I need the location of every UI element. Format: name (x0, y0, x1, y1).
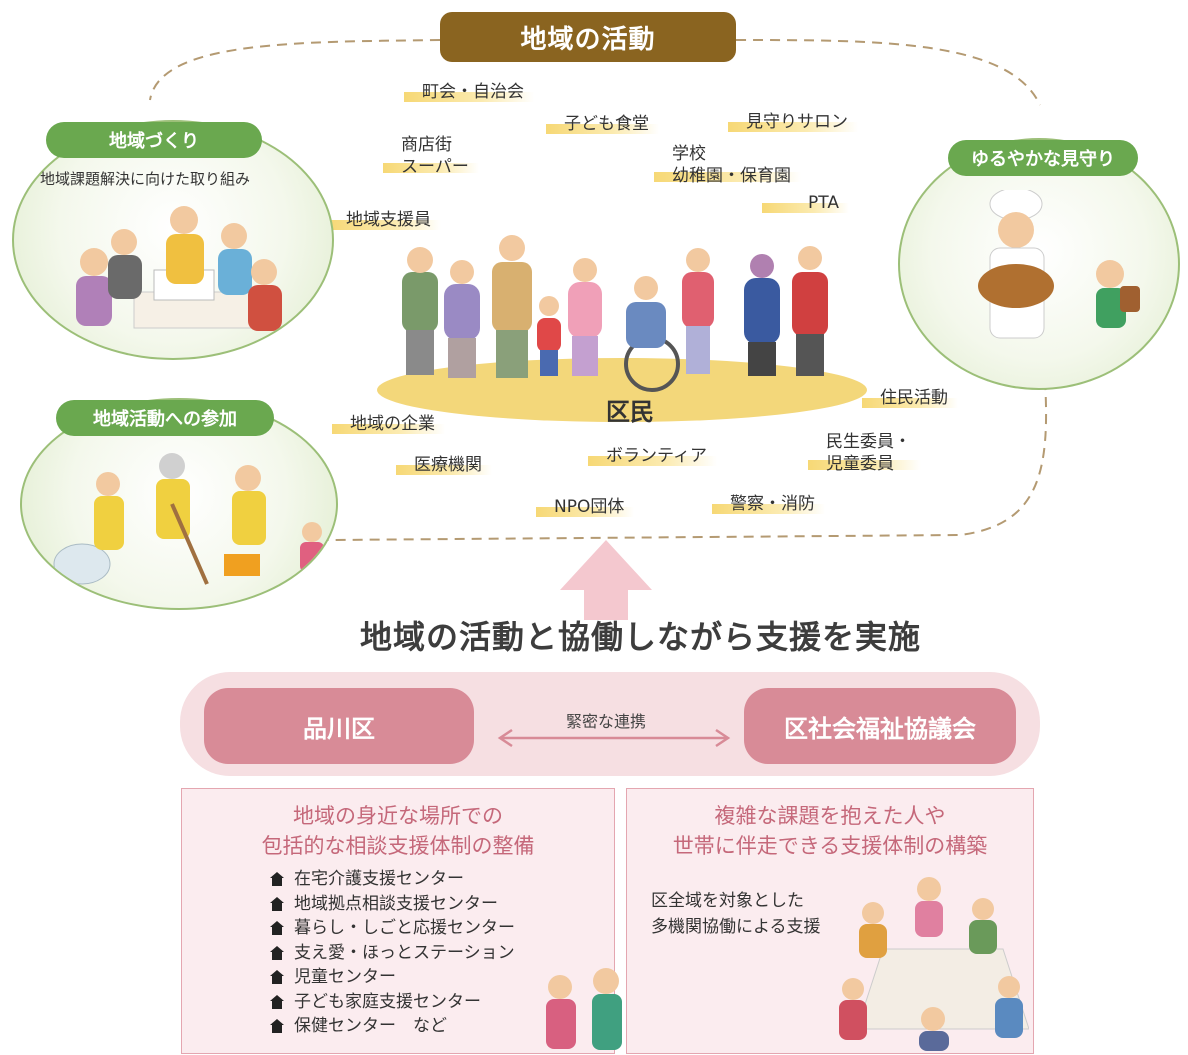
tag-npo: NPO団体 (536, 497, 635, 519)
list-item-label: 支え愛・ほっとステーション (294, 942, 515, 963)
list-item: 暮らし・しごと応援センター (270, 916, 515, 941)
tag-kodomo-shokudo: 子ども食堂 (546, 114, 659, 136)
left-box-heading-line2: 包括的な相談支援体制の整備 (261, 834, 535, 859)
tag-shotengai-line1: 商店街 (401, 135, 452, 155)
bubble-mimamori (898, 138, 1180, 390)
list-item: 在宅介護支援センター (270, 867, 515, 892)
tag-chiiki-shienin: 地域支援員 (328, 210, 441, 232)
shakyo-box: 区社会福祉協議会 (744, 688, 1016, 764)
tag-minsei-line2: 児童委員 (826, 454, 894, 475)
left-box-heading-line1: 地域の身近な場所での (293, 804, 503, 828)
left-box-heading: 地域の身近な場所での 包括的な相談支援体制の整備 (182, 801, 614, 862)
house-icon (270, 1019, 284, 1034)
right-box-note-line2: 多機関協働による支援 (651, 916, 821, 937)
baker-child-illustration (978, 190, 1140, 339)
tag-minsei: 民生委員・ 児童委員 (808, 431, 921, 476)
bubble-chiikizukuri-title: 地域づくり (46, 122, 262, 158)
activities-title: 地域の活動 (440, 12, 736, 62)
tag-mimamori-salon: 見守りサロン (728, 112, 858, 134)
bubble-chiikizukuri (12, 120, 334, 360)
meeting-illustration (76, 206, 282, 331)
tag-minsei-line1: 民生委員・ (826, 432, 911, 452)
center-label: 区民 (606, 398, 654, 426)
tag-volunteer: ボランティア (588, 446, 717, 468)
list-item-label: 暮らし・しごと応援センター (294, 918, 515, 938)
up-arrow (560, 540, 652, 620)
center-list: 在宅介護支援センター 地域拠点相談支援センター 暮らし・しごと応援センター 支え… (270, 867, 515, 1039)
house-icon (270, 872, 284, 887)
tag-gakko: 学校 幼稚園・保育園 (654, 143, 801, 188)
left-support-box: 地域の身近な場所での 包括的な相談支援体制の整備 在宅介護支援センター 地域拠点… (181, 788, 622, 1054)
resident-figures (402, 235, 828, 392)
list-item: 保健センター など (270, 1014, 515, 1039)
list-item-label: 在宅介護支援センター (294, 869, 464, 889)
main-message: 地域の活動と協働しながら支援を実施 (360, 618, 922, 656)
tag-keisatsu: 警察・消防 (712, 494, 825, 516)
house-icon (270, 945, 284, 960)
tag-gakko-line2: 幼稚園・保育園 (672, 166, 791, 187)
tag-chokai: 町会・自治会 (404, 82, 534, 104)
multi-agency-meeting-illustration (839, 877, 1029, 1051)
tag-iryo: 医療機関 (396, 455, 492, 477)
list-item: 支え愛・ほっとステーション (270, 941, 515, 966)
right-box-note: 区全域を対象とした 多機関協働による支援 (651, 889, 821, 940)
right-box-heading-line1: 複雑な課題を抱えた人や (714, 804, 946, 828)
tag-shotengai-line2: スーパー (401, 157, 469, 178)
tag-gakko-line1: 学校 (672, 144, 706, 164)
right-box-heading-line2: 世帯に伴走できる支援体制の構築 (672, 834, 988, 859)
house-icon (270, 896, 284, 911)
right-support-box: 複雑な課題を抱えた人や 世帯に伴走できる支援体制の構築 区全域を対象とした 多機… (626, 788, 1034, 1054)
right-box-note-line1: 区全域を対象とした (651, 891, 804, 911)
link-label: 緊密な連携 (566, 712, 647, 731)
bubble-mimamori-title: ゆるやかな見守り (948, 140, 1138, 176)
double-arrow (497, 728, 731, 748)
list-item-label: 地域拠点相談支援センター (294, 893, 498, 914)
house-icon (270, 970, 284, 985)
counselors-illustration (546, 968, 622, 1050)
tag-shotengai: 商店街 スーパー (383, 134, 479, 179)
bubble-sanka-title: 地域活動への参加 (56, 400, 274, 436)
shinagawa-ku-box: 品川区 (204, 688, 474, 764)
house-icon (270, 921, 284, 936)
tag-kigyo: 地域の企業 (332, 414, 445, 436)
bubble-chiikizukuri-caption: 地域課題解決に向けた取り組み (40, 170, 251, 188)
residents-illustration (377, 235, 867, 422)
list-item: 児童センター (270, 965, 515, 990)
list-item: 子ども家庭支援センター (270, 990, 515, 1015)
list-item: 地域拠点相談支援センター (270, 892, 515, 917)
right-box-heading: 複雑な課題を抱えた人や 世帯に伴走できる支援体制の構築 (627, 801, 1033, 862)
list-item-label: 児童センター (294, 967, 396, 987)
list-item-label: 保健センター など (294, 1016, 447, 1036)
tag-jumin-katsudo: 住民活動 (862, 388, 958, 410)
list-item-label: 子ども家庭支援センター (294, 991, 481, 1012)
house-icon (270, 994, 284, 1009)
cleanup-illustration (53, 453, 324, 585)
tag-pta: PTA (762, 193, 849, 215)
